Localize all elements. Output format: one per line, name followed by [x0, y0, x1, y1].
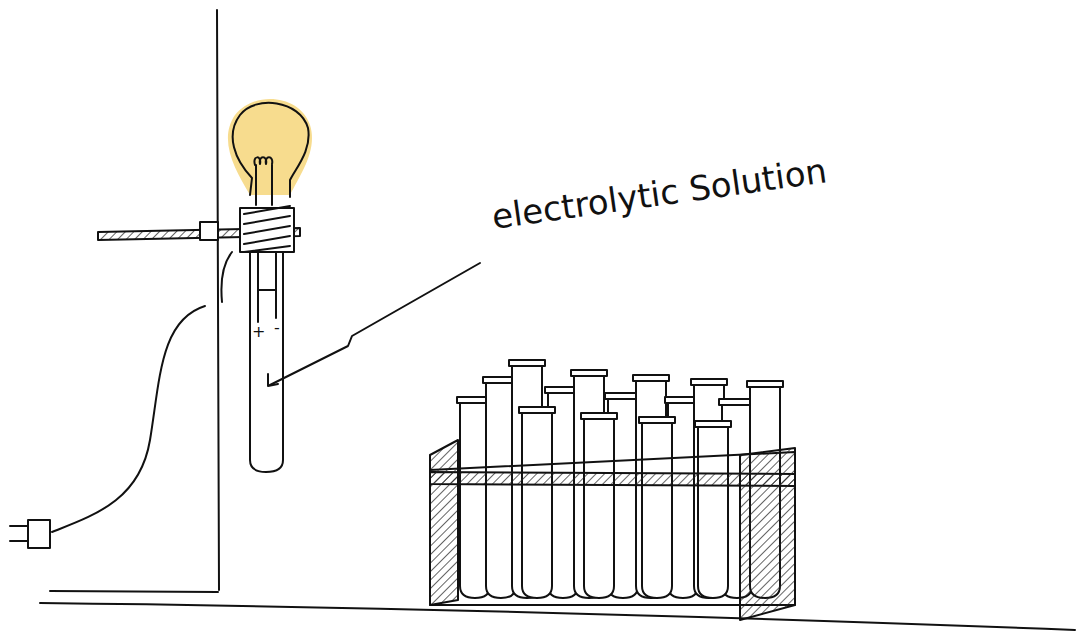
tube-lip: [519, 407, 555, 413]
bulb-glass: [233, 103, 309, 197]
leader-arrowhead: [268, 374, 278, 386]
rack-side: [430, 440, 458, 605]
stand-pole: [217, 10, 219, 590]
electrode: [258, 252, 276, 322]
leader-line: [270, 263, 480, 385]
tube-lip: [633, 375, 669, 381]
test-tube: [522, 412, 552, 598]
tube-lip: [695, 421, 731, 427]
callout-text: electrolytic Solution: [490, 153, 829, 234]
tube-lip: [509, 360, 545, 366]
rack-side: [740, 448, 795, 620]
bulb-filament: [254, 157, 272, 165]
wire: [221, 252, 232, 302]
test-tube: [642, 422, 672, 598]
bulb-wire: [256, 165, 272, 205]
electrode-sign: -: [274, 320, 280, 336]
tube-lip: [639, 417, 675, 423]
plug-prong: [10, 526, 28, 541]
plug: [28, 520, 50, 548]
test-tube: [250, 252, 283, 472]
electrode-sign: +: [252, 324, 265, 340]
clamp-holder: [200, 222, 218, 240]
test-tube: [584, 418, 614, 598]
clamp-coil: [244, 206, 290, 252]
tube-lip: [747, 381, 783, 387]
tube-lip: [691, 379, 727, 385]
tube-lip: [581, 413, 617, 419]
stand-base: [50, 591, 218, 592]
tube-lip: [571, 370, 607, 376]
power-cord: [52, 306, 205, 532]
test-tube: [698, 426, 728, 598]
table-line: [40, 603, 1075, 630]
